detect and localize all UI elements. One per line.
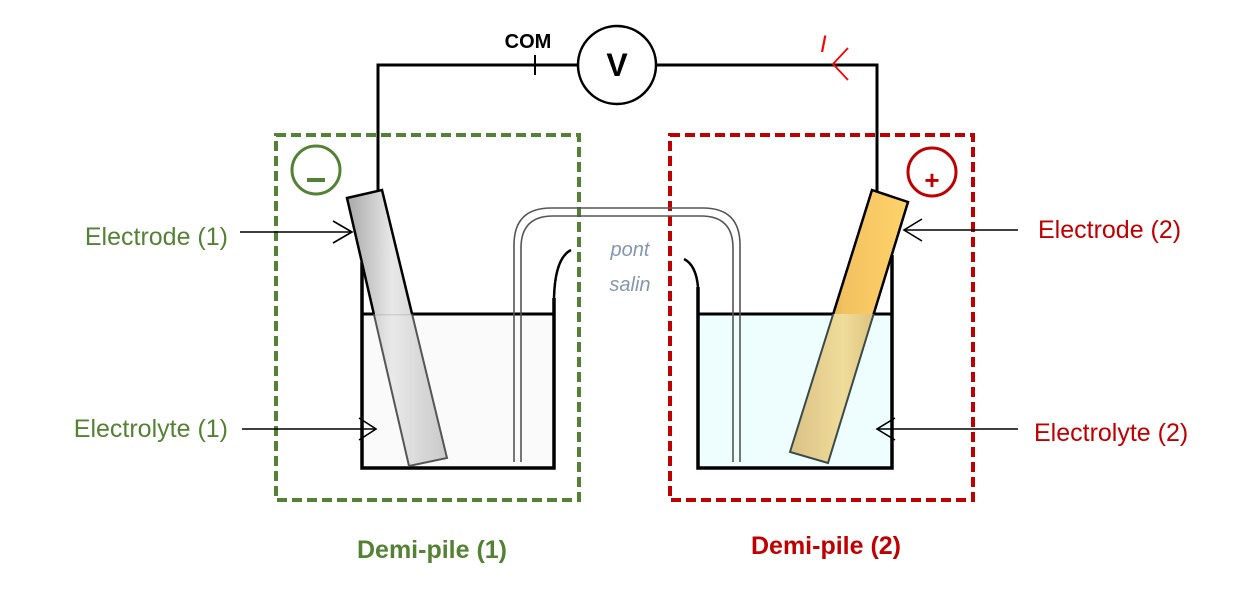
electrolyte-1-label: Electrolyte (1) [74,415,228,443]
current-label: I [820,31,827,58]
circuit-wire [376,63,879,198]
half-cell-1-frame [274,133,581,502]
salt-bridge [513,207,741,462]
half-cell-2-frame [668,133,975,502]
salt-bridge-label-line1: pont [610,239,651,261]
pointer-arrows [240,218,1018,441]
salt-bridge-label-line2: salin [609,274,650,296]
current-arrow-icon [831,47,849,81]
electrode-2-label: Electrode (2) [1038,216,1181,244]
positive-terminal-icon: + [906,146,958,198]
voltmeter: V [576,24,658,106]
electrode-1-label: Electrode (1) [85,223,228,251]
half-cell-1-title: Demi-pile (1) [357,536,507,564]
electrode-1 [345,188,449,468]
negative-terminal-icon [290,144,342,196]
half-cell-2-title: Demi-pile (2) [751,532,901,560]
voltmeter-symbol: V [606,47,628,83]
com-label: COM [505,31,552,53]
electrolyte-2-label: Electrolyte (2) [1034,419,1188,447]
positive-sign: + [924,165,939,195]
electrode-2 [788,188,910,465]
